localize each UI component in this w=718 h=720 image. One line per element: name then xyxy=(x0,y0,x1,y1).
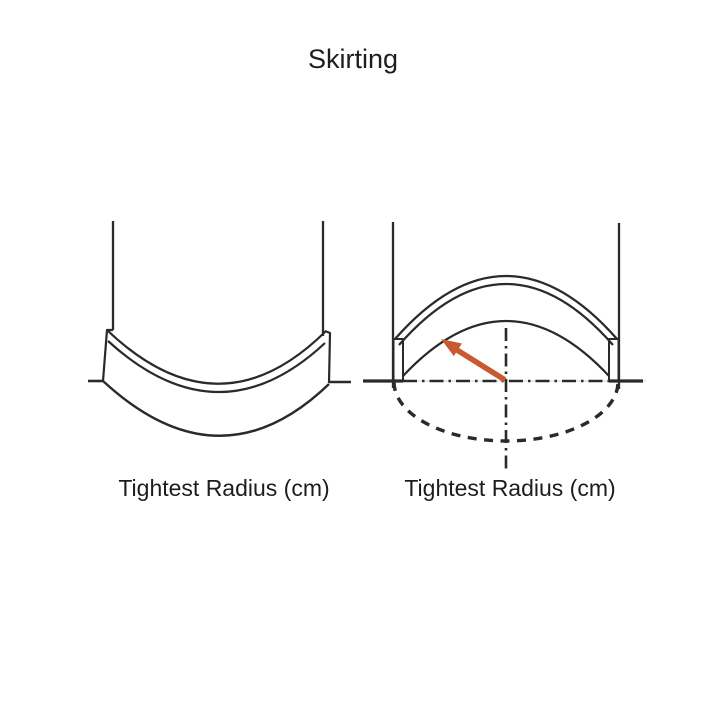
dome-outer-arc xyxy=(394,274,618,340)
left-diagram-caption: Tightest Radius (cm) xyxy=(118,475,330,501)
left-skirting-diagram xyxy=(88,221,351,437)
skirt-right-end-edge xyxy=(324,329,332,384)
page-title: Skirting xyxy=(307,44,399,74)
skirt-left-end-edge xyxy=(101,328,113,382)
skirt-bottom-arc xyxy=(102,380,330,437)
left-end-tab xyxy=(392,338,404,382)
skirt-inner-arc xyxy=(107,340,326,393)
right-skirting-diagram xyxy=(363,222,643,471)
right-diagram-caption: Tightest Radius (cm) xyxy=(404,475,616,501)
skirt-top-arc xyxy=(106,329,327,385)
radius-arrow-head xyxy=(441,339,462,357)
dashed-radius-ellipse xyxy=(392,381,620,443)
radius-arrow xyxy=(441,339,507,383)
dome-inner-arc xyxy=(402,320,610,377)
dome-rim-arc xyxy=(398,283,614,346)
right-end-tab xyxy=(608,338,620,382)
radius-arrow-shaft xyxy=(455,347,507,383)
